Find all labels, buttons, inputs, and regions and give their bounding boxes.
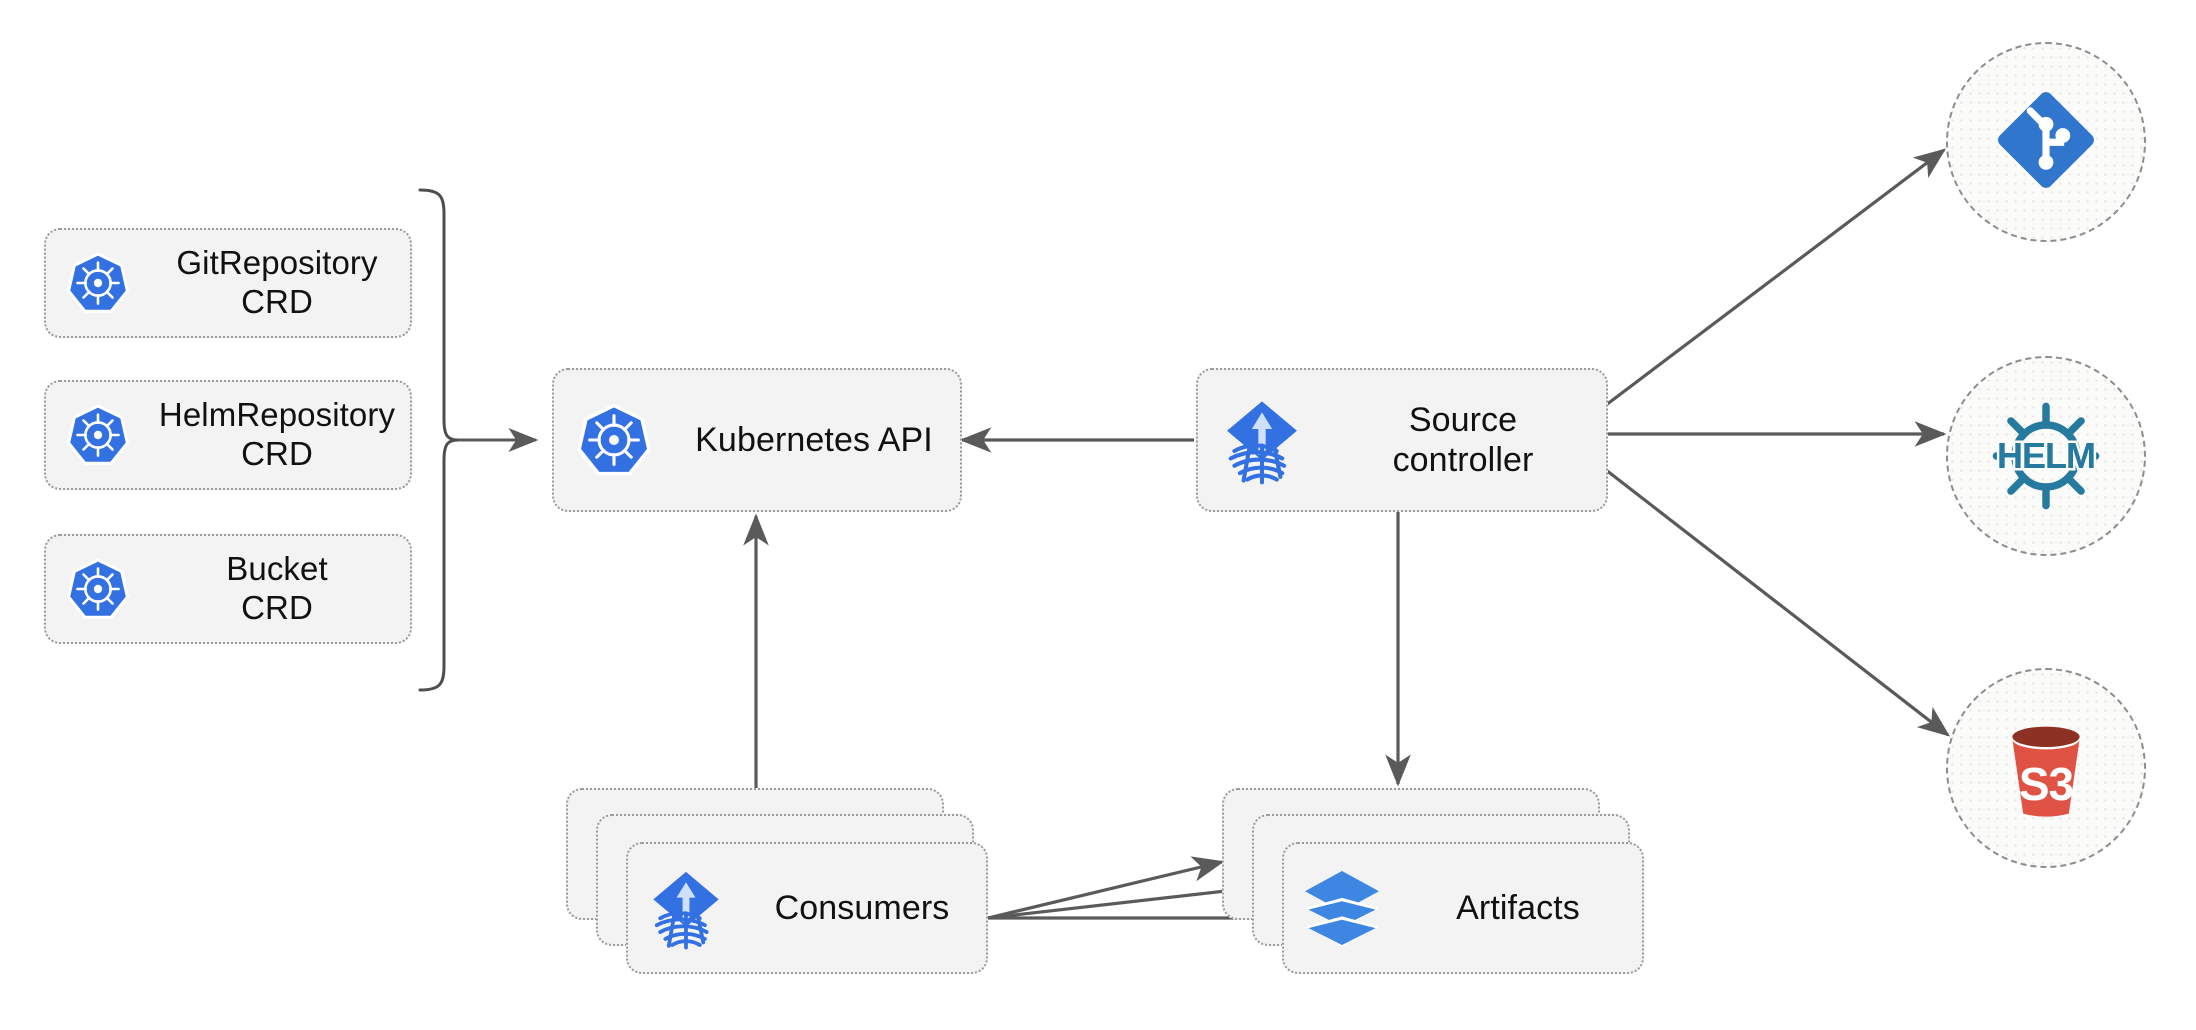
edge-source-controller-to-s3 xyxy=(1605,468,1951,737)
node-artifacts-label: Artifacts xyxy=(1456,888,1580,927)
layers-icon xyxy=(1284,866,1400,950)
node-kubernetes-api[interactable]: Kubernetes API xyxy=(552,368,962,512)
s3-icon: S3 xyxy=(1986,708,2106,828)
target-git[interactable] xyxy=(1946,42,2146,242)
edge-consumers-to-artifacts-back xyxy=(987,856,1225,920)
helm-wordmark: HELM xyxy=(1995,433,2099,479)
node-consumers-label: Consumers xyxy=(774,888,950,927)
crd-group-bracket xyxy=(418,188,459,692)
kubernetes-icon xyxy=(46,251,150,315)
helm-icon: HELM HELM xyxy=(1984,394,2108,518)
node-consumers[interactable]: Consumers xyxy=(626,842,988,974)
target-helm[interactable]: HELM HELM xyxy=(1946,356,2146,556)
flux-icon xyxy=(1198,394,1326,486)
kubernetes-icon xyxy=(46,557,150,621)
target-s3[interactable]: S3 xyxy=(1946,668,2146,868)
kubernetes-icon xyxy=(554,402,674,478)
node-kubernetes-api-label: Kubernetes API xyxy=(695,420,933,459)
node-artifacts[interactable]: Artifacts xyxy=(1282,842,1644,974)
edge-source-controller-to-git xyxy=(1605,148,1947,407)
kubernetes-icon xyxy=(46,403,150,467)
flux-icon xyxy=(628,865,744,951)
s3-wordmark: S3 xyxy=(2018,758,2074,810)
helm-wordmark-fill: HELM xyxy=(1997,435,2096,476)
git-icon xyxy=(1990,84,2102,201)
edge-consumers-to-artifacts-mid xyxy=(987,878,1255,920)
